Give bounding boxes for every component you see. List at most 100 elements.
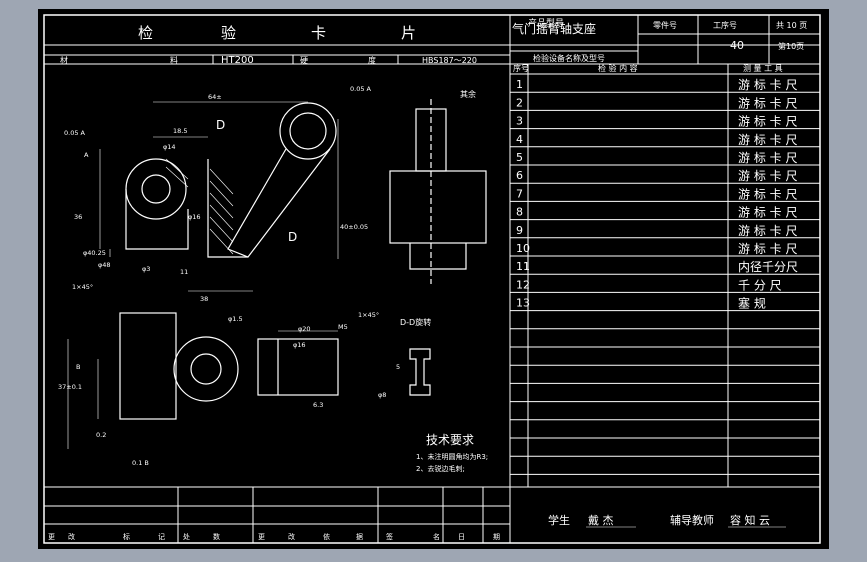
row-tool: 内径千分尺	[738, 260, 798, 274]
advisor-label: 辅导教师	[670, 513, 714, 527]
part-bottom-view	[119, 312, 431, 420]
footer-col-label: 据	[356, 532, 363, 541]
op-no-label: 工序号	[713, 20, 737, 30]
row-number: 5	[516, 151, 523, 164]
datum-a: A	[84, 151, 89, 159]
page-no-value: 第10页	[778, 41, 804, 51]
section-letter-d: D	[216, 118, 225, 132]
dim-d10: 38	[200, 295, 208, 303]
footer-col-label: 记	[158, 533, 165, 541]
roughness-mark: 其余	[460, 89, 476, 99]
hardness-label-2: 度	[368, 55, 376, 65]
card-title-char-3: 卡	[311, 24, 326, 42]
footer-col-label: 更	[48, 533, 55, 541]
flatness-tolerance-1: 0.05 A	[350, 85, 372, 93]
row-tool: 游 标 卡 尺	[738, 96, 797, 110]
col-content-header: 检 验 内 容	[598, 63, 638, 73]
row-number: 8	[516, 206, 523, 219]
row-tool: 游 标 卡 尺	[738, 187, 797, 201]
card-title-char-2: 验	[221, 24, 236, 42]
material-label-2: 料	[170, 55, 178, 65]
footer-col-label: 期	[493, 533, 500, 541]
section-view-label: D-D旋转	[400, 317, 431, 327]
row-tool: 千 分 尺	[738, 278, 782, 292]
dim-d12: φ1.5	[228, 315, 243, 323]
material-label-1: 材	[60, 55, 68, 65]
dim-d2: 18.5	[173, 127, 187, 135]
dim-d4: φ16	[188, 213, 201, 221]
row-tool: 游 标 卡 尺	[738, 133, 797, 147]
footer-col-label: 更	[258, 533, 265, 541]
card-title-char-1: 检	[138, 24, 153, 42]
section-letter-d-2: D	[288, 230, 297, 244]
col-tool-header: 测 量 工 具	[743, 64, 783, 73]
op-no-value: 40	[730, 39, 744, 52]
drawing-sheet: 检 验 卡 片 气门摇臂轴支座 产品型号 零件号 工序号 共 10 页 40 第…	[38, 9, 829, 549]
row-tool: 塞 规	[738, 296, 766, 311]
student-name: 戴 杰	[588, 513, 614, 527]
footer-col-label: 标	[123, 532, 130, 541]
flatness-tolerance-2: 0.05 A	[64, 129, 86, 137]
hardness-value: HBS187～220	[422, 56, 477, 65]
part-name: 气门摇臂轴支座	[512, 21, 596, 36]
dim-d13: φ20	[298, 325, 311, 333]
footer-col-label: 名	[433, 532, 440, 541]
footer-col-label: 签	[386, 532, 393, 541]
dim-d9: 11	[180, 268, 188, 276]
dim-d20: φ8	[378, 391, 386, 399]
row-number: 12	[516, 278, 530, 291]
student-label: 学生	[548, 513, 570, 527]
machine-label: 检验设备名称及型号	[533, 53, 605, 63]
part-side-view	[389, 99, 487, 284]
row-tool: 游 标 卡 尺	[738, 169, 797, 183]
tech-req-title: 技术要求	[426, 433, 474, 447]
col-no-header: 序号	[513, 63, 529, 73]
footer-col-label: 日	[458, 533, 465, 541]
datum-b: B	[76, 363, 80, 371]
row-tool: 游 标 卡 尺	[738, 115, 797, 129]
row-tool: 游 标 卡 尺	[738, 78, 797, 92]
footer-col-label: 依	[323, 532, 330, 541]
dim-d18: 6.3	[313, 401, 323, 409]
perpendicularity-tolerance: 0.1 B	[132, 459, 149, 467]
row-tool: 游 标 卡 尺	[738, 151, 797, 165]
dim-d19: M5	[338, 323, 348, 331]
card-title-char-4: 片	[401, 24, 416, 42]
footer-col-label: 数	[213, 532, 220, 541]
dim-d5: 36	[74, 213, 82, 221]
dim-d6: φ40.25	[83, 249, 106, 257]
part-front-view	[125, 102, 337, 258]
row-number: 6	[516, 169, 523, 182]
dim-d3: φ14	[163, 143, 176, 151]
dim-d16: 0.2	[96, 431, 106, 439]
row-number: 4	[516, 133, 523, 146]
row-number: 10	[516, 242, 530, 255]
dim-d8: φ3	[142, 265, 150, 273]
tech-req-line-2: 2、去锐边毛刺;	[416, 464, 465, 473]
footer-col-label: 改	[68, 532, 75, 541]
row-number: 9	[516, 224, 523, 237]
dim-d7: φ48	[98, 261, 111, 269]
footer-col-label: 改	[288, 532, 295, 541]
dim-d22: 5	[396, 363, 400, 371]
dim-d11: 1×45°	[72, 283, 93, 291]
material-value: HT200	[221, 55, 254, 66]
part-no-label: 零件号	[653, 20, 677, 30]
page-count-label: 共 10 页	[776, 21, 807, 30]
row-number: 11	[516, 260, 530, 273]
footer-col-label: 处	[183, 532, 190, 541]
row-tool: 游 标 卡 尺	[738, 224, 797, 238]
dim-d21: 40±0.05	[340, 223, 368, 231]
dim-d17: 1×45°	[358, 311, 379, 319]
section-hatch	[165, 158, 234, 255]
row-number: 13	[516, 297, 530, 310]
inspection-card-drawing: 检 验 卡 片 气门摇臂轴支座 产品型号 零件号 工序号 共 10 页 40 第…	[43, 14, 821, 544]
tech-req-line-1: 1、未注明圆角均为R3;	[416, 452, 488, 461]
row-number: 3	[516, 115, 523, 128]
dim-d1: 64±	[208, 93, 222, 101]
row-number: 2	[516, 96, 523, 109]
row-number: 7	[516, 187, 523, 200]
row-number: 1	[516, 78, 523, 91]
row-tool: 游 标 卡 尺	[738, 206, 797, 220]
advisor-name: 容 知 云	[730, 513, 770, 527]
